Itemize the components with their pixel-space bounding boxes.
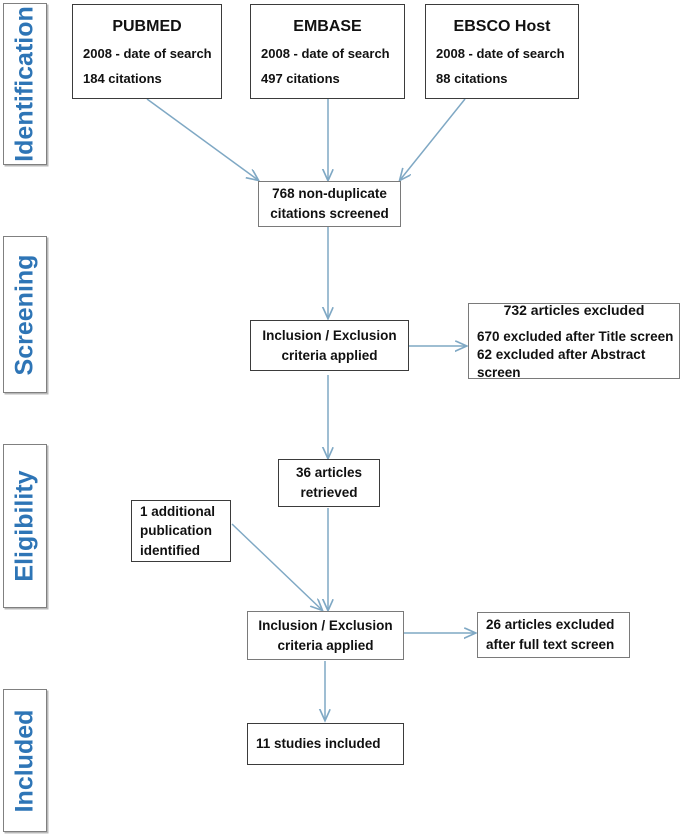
phase-eligibility-label: Eligibility — [10, 470, 39, 582]
source-pubmed-title: PUBMED — [112, 18, 182, 35]
node-additional-line1: 1 additional — [140, 503, 216, 519]
source-ebsco-daterange: 2008 - date of search — [436, 46, 565, 62]
node-excluded-fulltext-line2: after full text screen — [486, 637, 615, 652]
node-non-duplicate-citations: 768 non-duplicate citations screened — [258, 181, 401, 227]
node-articles-retrieved: 36 articles retrieved — [278, 459, 380, 507]
node-additional-publication: 1 additional publication identified — [131, 500, 231, 562]
node-criteria-screening-line1: Inclusion / Exclusion — [262, 327, 397, 343]
phase-included-label: Included — [10, 709, 39, 812]
source-pubmed-citations: 184 citations — [83, 71, 162, 87]
source-embase-daterange: 2008 - date of search — [261, 46, 390, 62]
node-included-studies-line1: 11 studies included — [256, 736, 381, 752]
node-additional-line3: identified — [140, 542, 200, 558]
arrow-additional-to-eligibility — [231, 523, 322, 610]
node-excluded-fulltext: 26 articles excluded after full text scr… — [477, 612, 630, 658]
node-articles-retrieved-line2: retrieved — [300, 485, 358, 500]
node-non-duplicate-line1: 768 non-duplicate — [272, 186, 387, 202]
arrow-pubmed-to-nondup — [146, 98, 258, 180]
node-criteria-screening: Inclusion / Exclusion criteria applied — [250, 320, 409, 371]
source-box-pubmed: PUBMED 2008 - date of search 184 citatio… — [72, 4, 222, 99]
phase-included: Included — [3, 689, 47, 832]
node-excluded-screening-title: 732 articles excluded — [503, 301, 645, 318]
node-excluded-fulltext-line1: 26 articles excluded — [486, 617, 615, 633]
arrow-ebsco-to-nondup — [400, 98, 466, 180]
phase-screening-label: Screening — [10, 254, 39, 375]
source-pubmed-daterange: 2008 - date of search — [83, 46, 212, 62]
node-criteria-eligibility-line1: Inclusion / Exclusion — [258, 617, 393, 633]
node-additional-line2: publication — [140, 523, 212, 539]
node-criteria-eligibility: Inclusion / Exclusion criteria applied — [247, 611, 404, 660]
node-criteria-eligibility-line2: criteria applied — [277, 637, 374, 653]
node-excluded-screening-line1: 670 excluded after Title screen — [477, 328, 674, 344]
phase-screening: Screening — [3, 236, 47, 393]
node-excluded-screening-line2: 62 excluded after Abstract screen — [477, 347, 646, 381]
node-included-studies: 11 studies included — [247, 723, 404, 765]
source-box-embase: EMBASE 2008 - date of search 497 citatio… — [250, 4, 405, 99]
source-embase-title: EMBASE — [293, 18, 362, 35]
node-articles-retrieved-line1: 36 articles — [295, 465, 363, 481]
node-excluded-screening: 732 articles excluded 670 excluded after… — [468, 301, 680, 381]
node-criteria-screening-line2: criteria applied — [281, 347, 378, 363]
phase-identification-label: Identification — [10, 6, 39, 162]
source-box-ebsco: EBSCO Host 2008 - date of search 88 cita… — [425, 4, 579, 99]
phase-eligibility: Eligibility — [3, 444, 47, 608]
node-non-duplicate-line2: citations screened — [270, 206, 389, 221]
source-embase-citations: 497 citations — [261, 71, 340, 87]
source-ebsco-citations: 88 citations — [436, 71, 508, 87]
phase-identification: Identification — [3, 3, 47, 165]
source-ebsco-title: EBSCO Host — [453, 18, 551, 35]
